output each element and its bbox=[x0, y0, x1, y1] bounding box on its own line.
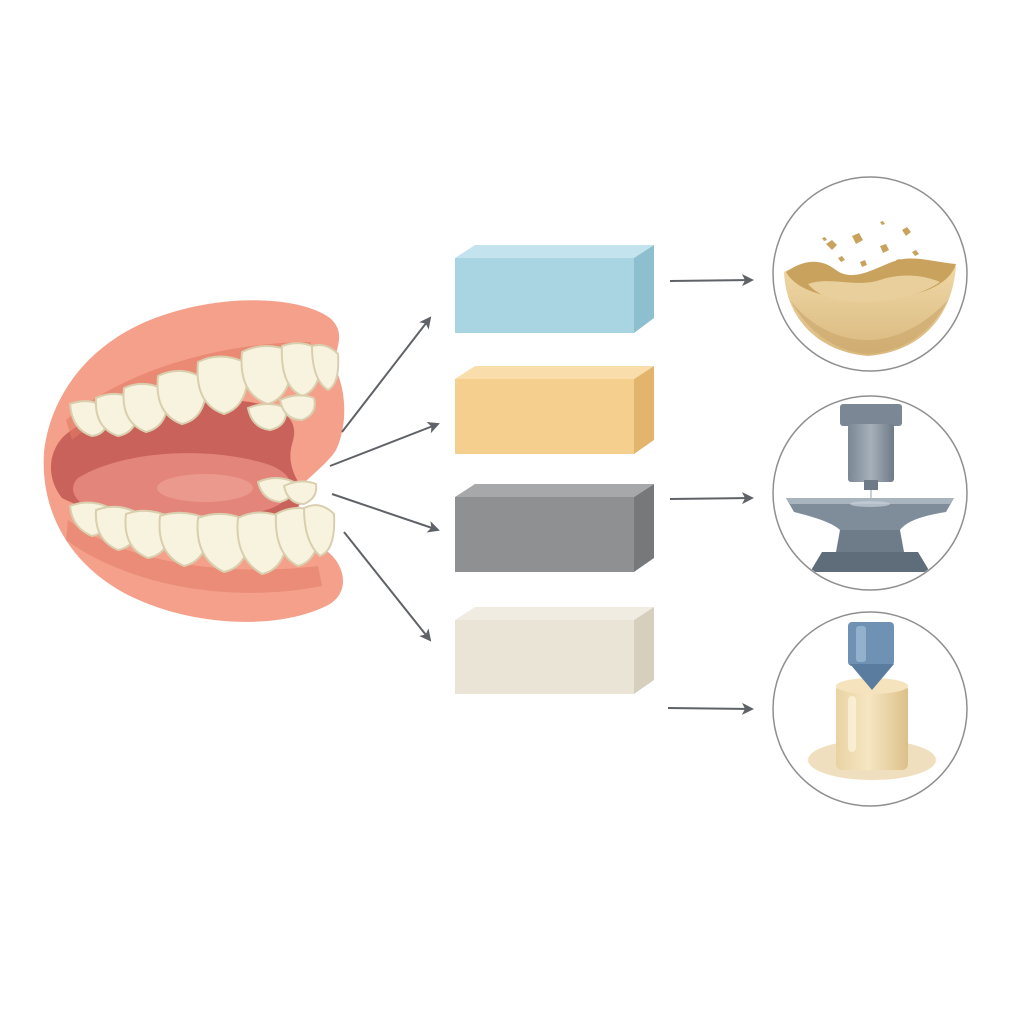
press-tip bbox=[864, 480, 878, 490]
press-on-cylinder-icon bbox=[772, 611, 968, 807]
press-body bbox=[848, 424, 894, 482]
arrow-to-anvil-outcome bbox=[669, 492, 754, 505]
anvil-waist bbox=[836, 530, 904, 552]
upper-tooth bbox=[240, 345, 294, 406]
arrow-to-crumbling-outcome bbox=[669, 274, 754, 287]
anvil-shadow bbox=[850, 501, 890, 507]
material-to-outcome-arrows bbox=[667, 274, 754, 715]
open-mouth-teeth-icon bbox=[43, 300, 345, 622]
mouth-to-material-arrows bbox=[329, 316, 440, 642]
upper-teeth bbox=[68, 342, 340, 438]
press-head bbox=[848, 622, 894, 666]
upper-tooth bbox=[156, 369, 208, 426]
crumbling-bowl-icon bbox=[772, 176, 968, 372]
arrow-to-blue-block bbox=[341, 316, 432, 433]
arrow-to-cylinder-outcome bbox=[667, 702, 754, 715]
blue-material-block-icon bbox=[455, 245, 654, 333]
upper-tooth bbox=[122, 382, 170, 434]
tongue-highlight bbox=[157, 474, 253, 502]
anvil-top bbox=[786, 498, 954, 530]
lower-gum-shadow bbox=[66, 520, 322, 593]
lower-teeth bbox=[68, 477, 336, 576]
press-head-light bbox=[856, 626, 866, 662]
bowl-rim-shadow bbox=[790, 300, 948, 354]
flying-crumbs bbox=[822, 221, 919, 267]
lower-tooth bbox=[302, 504, 336, 558]
yellow-material-block-icon bbox=[455, 366, 654, 454]
arrow-to-cream-block bbox=[343, 531, 432, 642]
crumb-surface-light bbox=[808, 275, 940, 302]
material-blocks bbox=[455, 245, 654, 694]
press-point bbox=[850, 664, 894, 690]
upper-back-tooth bbox=[246, 403, 288, 432]
press-cap bbox=[840, 404, 902, 426]
cream-material-block-icon bbox=[455, 607, 654, 694]
lower-back-tooth bbox=[282, 480, 318, 506]
press-on-anvil-icon bbox=[772, 395, 968, 591]
gray-material-block-icon bbox=[455, 484, 654, 572]
upper-tooth bbox=[310, 344, 340, 392]
anvil-base bbox=[810, 552, 930, 572]
cylinder-highlight bbox=[848, 696, 856, 752]
cylinder-body bbox=[836, 684, 908, 770]
upper-tooth bbox=[196, 355, 250, 416]
arrow-to-gray-block bbox=[331, 493, 440, 533]
upper-back-tooth bbox=[278, 394, 316, 422]
arrow-to-yellow-block bbox=[329, 422, 440, 467]
